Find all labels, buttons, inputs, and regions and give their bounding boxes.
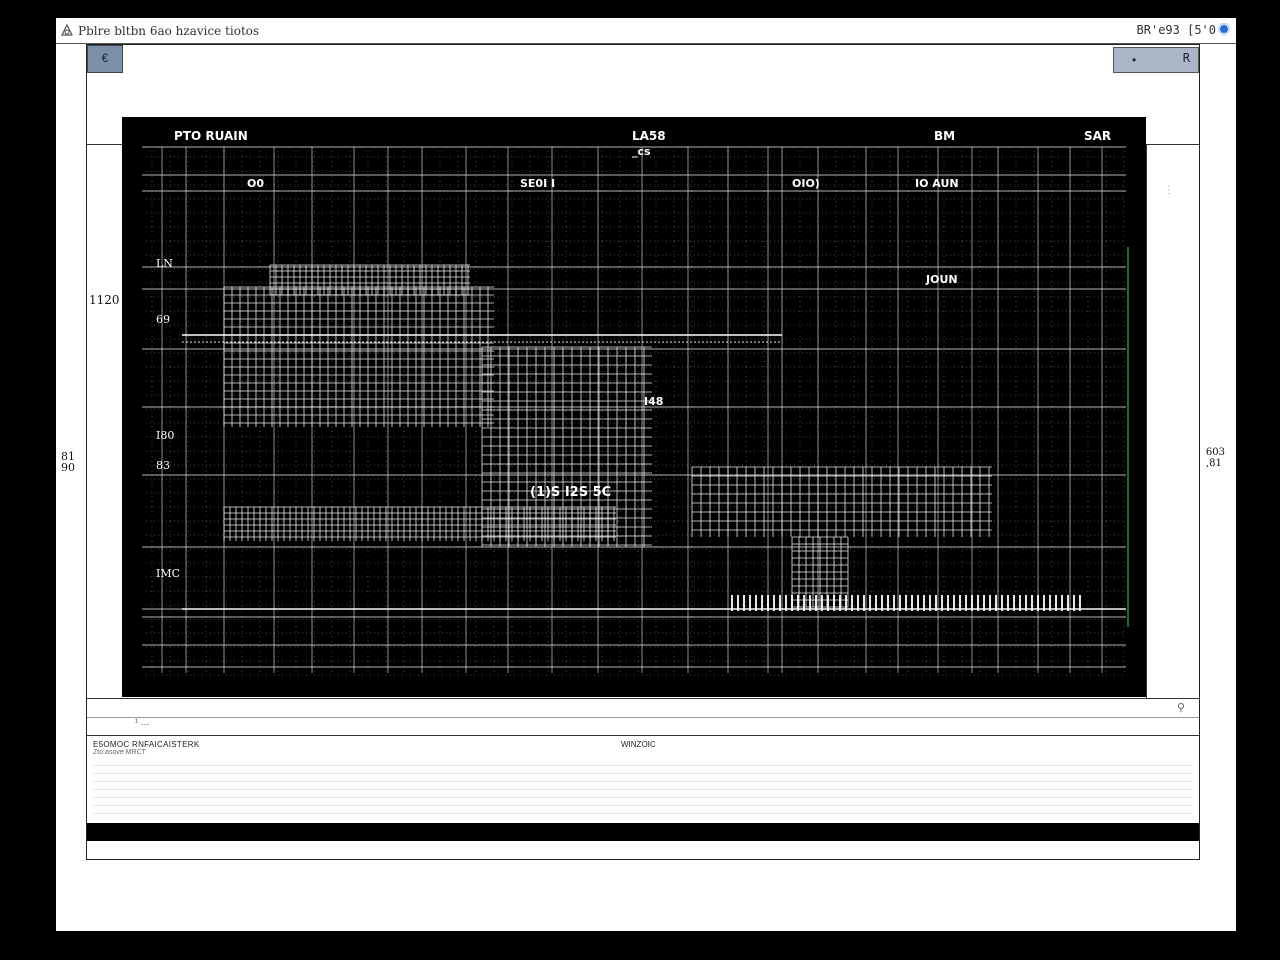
toolbar-group-button[interactable]: R <box>1182 51 1190 65</box>
info-mid-title: WINZOIC <box>621 740 656 749</box>
back-button[interactable]: € <box>87 45 123 73</box>
inner-label: JOUN <box>926 273 958 286</box>
toolbar-group[interactable]: • R <box>1113 47 1199 73</box>
bottom-ticks: ¹ … <box>135 717 150 727</box>
status-dot-icon[interactable] <box>1218 23 1230 35</box>
plot-header-4: SAR <box>1084 129 1112 143</box>
title-bar: Pblre bltbn 6ao hzavice tiotos BR'e93 [5… <box>56 18 1236 44</box>
annotation-1: (1)S I2S 5C <box>530 485 612 500</box>
left-marker: 81 90 <box>61 450 75 474</box>
frame-divider-top-right <box>1146 144 1199 145</box>
main-frame: € • R 1120 81 90 603 ,81 PTO RUAIN LA58 … <box>61 44 1225 860</box>
column-label-4: IO AUN <box>915 177 959 190</box>
info-panel: E5OMOC RNFAICAISTERK Zto asove MRCT WINZ… <box>87 735 1199 824</box>
schematic-plot[interactable]: PTO RUAIN LA58 _cs BM SAR O0 SE0I I OIO)… <box>122 117 1146 697</box>
frame-divider-bottom2 <box>87 717 1199 718</box>
zoom-icon[interactable]: ⚲ <box>1177 702 1186 714</box>
row-label-4: 83 <box>156 459 170 472</box>
window-status-text: BR'e93 [5'0 <box>1136 23 1216 37</box>
row-label-1: LN <box>156 257 173 270</box>
plot-header-sub: _cs <box>632 145 651 158</box>
frame-divider-bottom <box>87 698 1199 699</box>
app-window: Pblre bltbn 6ao hzavice tiotos BR'e93 [5… <box>56 18 1236 931</box>
app-icon <box>61 23 73 36</box>
column-label-3: OIO) <box>792 177 820 190</box>
left-axis-value: 1120 <box>89 293 120 307</box>
frame-left-rule <box>1146 144 1147 698</box>
plot-header-3: BM <box>934 129 956 143</box>
column-label-2: SE0I I <box>520 177 556 190</box>
schematic-grid <box>142 146 1126 676</box>
plot-header-2: LA58 <box>632 129 666 143</box>
frame-divider-top <box>87 144 122 145</box>
right-marker: 603 ,81 <box>1205 447 1225 469</box>
bottom-status-bar <box>87 823 1199 841</box>
plot-edge-marker <box>1127 247 1129 627</box>
row-label-2: 69 <box>156 313 170 326</box>
scroll-indicator[interactable]: ⋮ <box>1164 185 1174 196</box>
annotation-2: I48 <box>644 395 664 408</box>
info-subtitle: Zto asove MRCT <box>93 749 146 756</box>
info-title: E5OMOC RNFAICAISTERK <box>93 740 200 749</box>
column-label-1: O0 <box>247 177 265 190</box>
row-label-3: I80 <box>156 429 175 442</box>
row-label-5: IMC <box>156 567 181 580</box>
toolbar-dot-icon[interactable]: • <box>1132 53 1137 67</box>
plot-header-1: PTO RUAIN <box>174 129 248 143</box>
window-title: Pblre bltbn 6ao hzavice tiotos <box>78 24 260 38</box>
info-lines <box>93 758 1193 818</box>
